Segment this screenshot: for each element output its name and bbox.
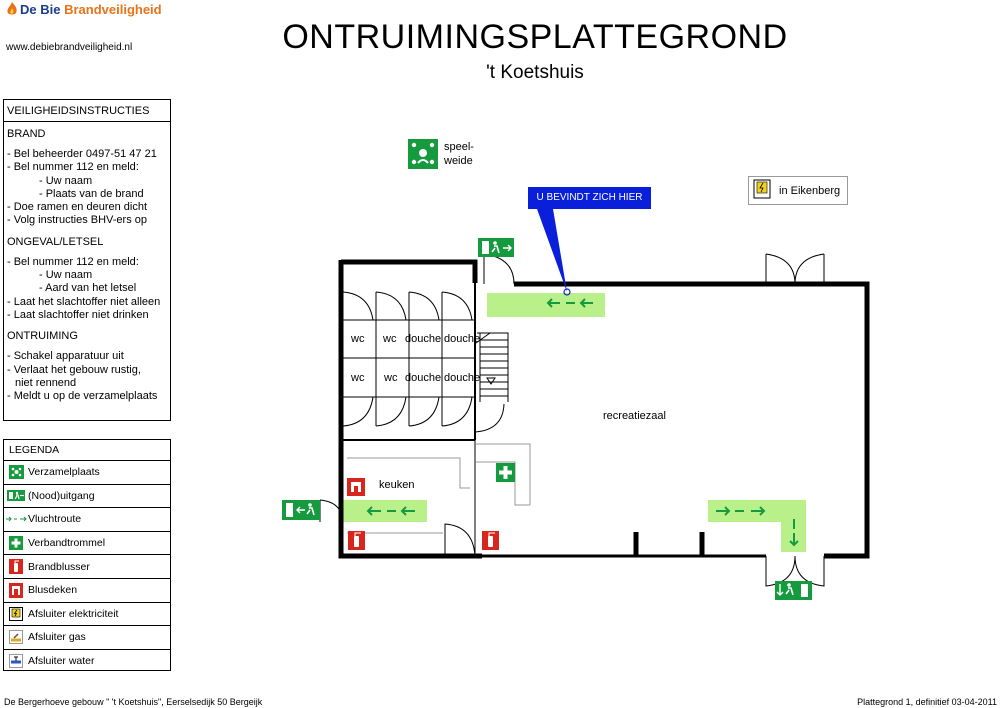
instruction-line: - Bel nummer 112 en meld: <box>7 255 139 268</box>
assembly-point-icon <box>8 465 24 480</box>
instruction-line: - Meldt u op de verzamelplaats <box>7 390 158 403</box>
instruction-line: - Volg instructies BHV-ers op <box>7 214 148 227</box>
flame-icon <box>7 2 17 15</box>
room-label: douche <box>444 333 481 345</box>
instruction-line: - Laat het slachtoffer niet alleen <box>7 295 161 308</box>
room-label: wc <box>351 333 365 345</box>
escape-route <box>343 293 806 552</box>
instruction-line: - Bel beheerder 0497-51 47 21 <box>7 148 157 160</box>
you-are-here-pointer <box>537 209 567 292</box>
legend-item: Brandblusser <box>4 555 170 579</box>
legend-item: Afsluiter elektriciteit <box>4 603 170 627</box>
instruction-line: - Laat slachtoffer niet drinken <box>7 308 149 321</box>
assembly-label: weide <box>444 155 473 167</box>
room-label: douche <box>405 372 442 384</box>
electricity-shutoff-icon <box>9 606 23 621</box>
instruction-line: niet rennend <box>15 376 77 389</box>
room-label-kitchen: keuken <box>379 479 415 491</box>
instructions-section-accident: ONGEVAL/LETSEL - Bel nummer 112 en meld:… <box>4 228 170 322</box>
instructions-section-fire: BRAND - Bel beheerder 0497-51 47 21 - Be… <box>4 122 170 228</box>
electricity-shutoff-note: in Eikenberg <box>748 176 848 205</box>
escape-route-arrows <box>366 298 799 547</box>
room-label-main-hall: recreatiezaal <box>603 410 666 422</box>
emergency-exit-icon <box>282 500 320 520</box>
assembly-point-icon <box>408 139 438 169</box>
legend-label: (Nood)uitgang <box>28 489 95 502</box>
fire-blanket-icon <box>347 478 365 496</box>
logo-brand-1: De Bie <box>20 2 61 17</box>
room-label: wc <box>351 372 365 384</box>
instruction-line: - Verlaat het gebouw rustig, <box>7 363 141 376</box>
legend-label: Afsluiter water <box>28 655 95 668</box>
you-are-here-marker <box>563 288 571 296</box>
page-subtitle: 't Koetshuis <box>486 62 584 83</box>
gas-shutoff-icon <box>9 630 23 645</box>
legend-item: Vluchtroute <box>4 508 170 532</box>
escape-route-icon <box>6 517 27 522</box>
room-label: wc <box>384 372 398 384</box>
legend-item: Blusdeken <box>4 579 170 603</box>
water-shutoff-icon <box>9 654 23 669</box>
sanitary-block <box>342 291 475 427</box>
legend-item: Afsluiter water <box>4 650 170 673</box>
legend-label: Brandblusser <box>28 560 90 573</box>
assembly-label: speel- <box>444 141 474 153</box>
logo-url: www.debiebrandveiligheid.nl <box>6 42 133 53</box>
emergency-exit-icon <box>478 238 514 257</box>
fire-blanket-icon <box>9 582 23 598</box>
section-title: BRAND <box>7 128 46 140</box>
staircase <box>475 332 509 402</box>
instructions-section-evacuation: ONTRUIMING - Schakel apparatuur uit - Ve… <box>4 322 170 403</box>
legend-panel: LEGENDA Verzamelplaats (Nood)uitgang Vlu… <box>3 439 171 671</box>
legend-label: Verzamelplaats <box>28 466 100 479</box>
instruction-line: - Uw naam <box>39 174 93 187</box>
legend-label: Afsluiter elektriciteit <box>28 607 119 620</box>
first-aid-icon <box>9 536 23 551</box>
legend-label: Blusdeken <box>28 584 78 597</box>
instruction-line: - Schakel apparatuur uit <box>7 350 124 363</box>
legend-item: Verbandtrommel <box>4 532 170 556</box>
room-label: wc <box>383 333 397 345</box>
you-are-here-label: U BEVINDT ZICH HIER <box>528 187 651 209</box>
instruction-line: - Doe ramen en deuren dicht <box>7 201 148 214</box>
instructions-header: VEILIGHEIDSINSTRUCTIES <box>4 100 170 122</box>
logo-brand-2: Brandveiligheid <box>64 2 162 17</box>
doors <box>319 253 825 587</box>
instruction-line: - Uw naam <box>39 269 93 282</box>
room-label: douche <box>444 372 481 384</box>
section-title: ONGEVAL/LETSEL <box>7 235 104 248</box>
footer-version: Plattegrond 1, definitief 03-04-2011 <box>857 697 997 707</box>
legend-label: Afsluiter gas <box>28 631 86 644</box>
first-aid-icon <box>496 463 515 482</box>
legend-label: Verbandtrommel <box>28 537 106 550</box>
fire-extinguisher-icon <box>482 531 499 550</box>
logo: De Bie Brandveiligheid <box>6 2 162 17</box>
emergency-exit-icon <box>775 581 812 600</box>
page-title: ONTRUIMINGSPLATTEGROND <box>282 18 788 56</box>
safety-instructions-panel: VEILIGHEIDSINSTRUCTIES BRAND - Bel behee… <box>3 99 171 421</box>
instruction-line: - Plaats van de brand <box>39 187 144 200</box>
electricity-shutoff-icon <box>753 179 771 199</box>
section-title: ONTRUIMING <box>7 330 78 343</box>
walls <box>338 259 870 559</box>
fire-extinguisher-icon <box>9 559 23 575</box>
footer-address: De Bergerhoeve gebouw " 't Koetshuis", E… <box>4 697 263 707</box>
instruction-line: - Aard van het letsel <box>39 282 137 295</box>
legend-item: Verzamelplaats <box>4 461 170 485</box>
room-label: douche <box>405 333 442 345</box>
legend-label: Vluchtroute <box>28 513 82 526</box>
legend-header: LEGENDA <box>4 440 170 461</box>
fire-extinguisher-icon <box>348 531 365 550</box>
eikenberg-label: in Eikenberg <box>779 184 841 197</box>
instruction-line: - Bel nummer 112 en meld: <box>7 161 139 174</box>
legend-item: Afsluiter gas <box>4 626 170 650</box>
emergency-exit-icon <box>7 490 25 502</box>
legend-item: (Nood)uitgang <box>4 485 170 509</box>
